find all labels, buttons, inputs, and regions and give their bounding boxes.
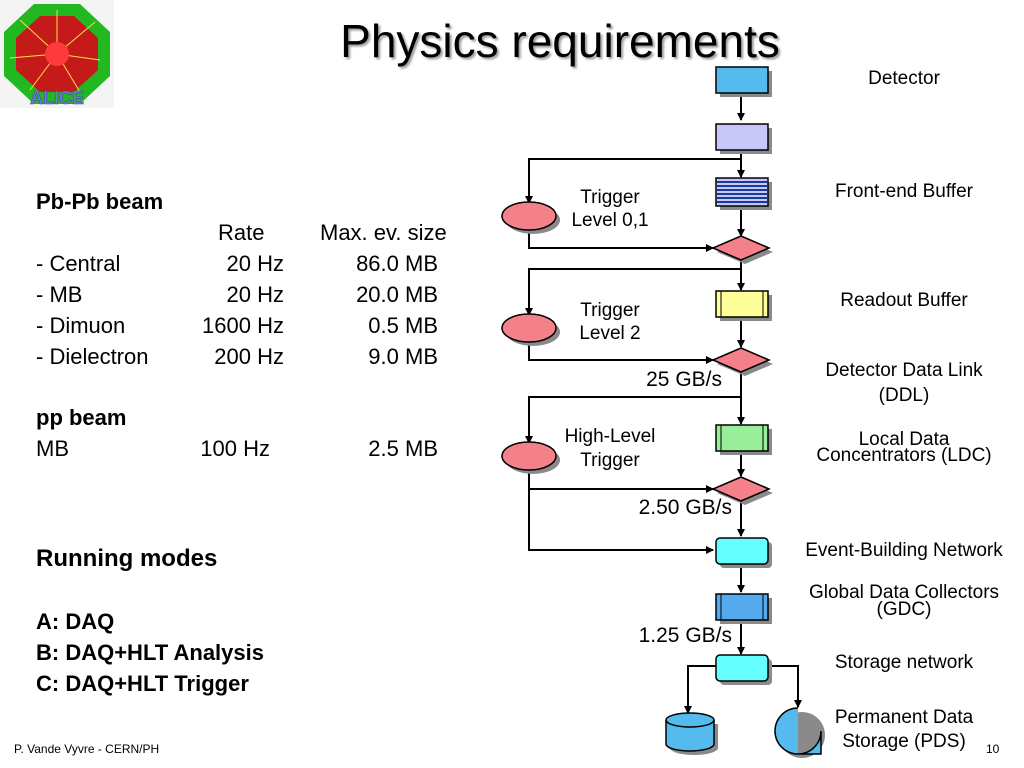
readout-buffer-box <box>715 290 772 321</box>
trigger-l2-label-line1: Trigger <box>580 300 640 321</box>
readout-buffer-label: Readout Buffer <box>840 290 968 311</box>
disk-storage-icon <box>665 712 718 755</box>
trigger-l2-label-line2: Level 2 <box>579 323 641 344</box>
rate-label-1-25: 1.25 GB/s <box>638 624 732 647</box>
pbpb-row-size: 9.0 MB <box>368 344 438 369</box>
pp-row-size: 2.5 MB <box>368 436 438 461</box>
ddl-label-line1: Detector Data Link <box>825 360 983 381</box>
pbpb-row-size: 86.0 MB <box>356 251 438 276</box>
ddl-label-line2: (DDL) <box>878 385 930 406</box>
running-modes-title: Running modes <box>36 545 218 572</box>
storage-network-label: Storage network <box>834 652 974 673</box>
pbpb-row-name: - Central <box>36 251 121 276</box>
decision-diamond-2 <box>711 347 773 376</box>
pp-row-name: MB <box>36 436 69 461</box>
pbpb-row-rate: 20 Hz <box>226 282 284 307</box>
event-building-network-label: Event-Building Network <box>805 540 1003 561</box>
running-mode-item: B: DAQ+HLT Analysis <box>36 640 264 665</box>
tape-storage-icon <box>774 707 825 758</box>
event-building-network-box <box>715 537 772 568</box>
alice-logo: ALICE <box>0 0 114 108</box>
flow-connectors <box>525 93 802 714</box>
pp-row-rate: 100 Hz <box>200 436 270 461</box>
trigger-l01-ellipse <box>501 201 560 234</box>
pbpb-row-name: - MB <box>36 282 83 307</box>
front-end-buffer-box <box>715 177 772 210</box>
pbpb-row-name: - Dielectron <box>36 344 149 369</box>
trigger-l01-label-line2: Level 0,1 <box>571 210 649 231</box>
rate-label-25: 25 GB/s <box>646 368 722 391</box>
detector-label: Detector <box>868 68 940 89</box>
hlt-label-line1: High-Level <box>564 426 656 447</box>
slide-title: Physics requirements <box>340 15 780 67</box>
trigger-l01-label-line1: Trigger <box>580 187 640 208</box>
running-mode-item: C: DAQ+HLT Trigger <box>36 671 249 696</box>
pbpb-beam-title: Pb-Pb beam <box>36 189 164 214</box>
rate-column-header: Rate <box>218 220 265 245</box>
page-number: 10 <box>986 742 1000 756</box>
hlt-ellipse <box>501 441 560 474</box>
size-column-header: Max. ev. size <box>320 220 447 245</box>
pbpb-row-size: 20.0 MB <box>356 282 438 307</box>
pbpb-row-name: - Dimuon <box>36 313 126 338</box>
decision-diamond-1 <box>711 235 773 264</box>
pbpb-row-rate: 1600 Hz <box>202 313 284 338</box>
detector-box <box>715 66 772 97</box>
pds-label-line2: Storage (PDS) <box>842 731 966 752</box>
gdc-label-line2: (GDC) <box>876 599 932 620</box>
gdc-box <box>715 593 772 624</box>
detector-box-fill <box>715 66 769 94</box>
front-end-box <box>715 123 772 154</box>
pbpb-row-size: 0.5 MB <box>368 313 438 338</box>
rate-label-2-50: 2.50 GB/s <box>638 496 732 519</box>
pbpb-row-rate: 200 Hz <box>214 344 284 369</box>
gdc-label-line1: Global Data Collectors <box>808 582 1000 603</box>
ldc-label-line1: Local Data <box>858 429 950 450</box>
hlt-label-line2: Trigger <box>580 450 640 471</box>
alice-logo-text: ALICE <box>30 88 84 108</box>
pbpb-row-rate: 20 Hz <box>226 251 284 276</box>
footer-author: P. Vande Vyvre - CERN/PH <box>14 742 160 756</box>
trigger-l2-ellipse <box>501 313 560 346</box>
front-end-buffer-label: Front-end Buffer <box>834 181 973 202</box>
ldc-box <box>715 424 772 455</box>
storage-network-box <box>715 654 772 685</box>
decision-diamond-3 <box>711 476 773 505</box>
pds-label-line1: Permanent Data <box>834 707 974 728</box>
pp-beam-title: pp beam <box>36 405 127 430</box>
ldc-label-line2: Concentrators (LDC) <box>816 445 992 466</box>
running-mode-item: A: DAQ <box>36 609 115 634</box>
